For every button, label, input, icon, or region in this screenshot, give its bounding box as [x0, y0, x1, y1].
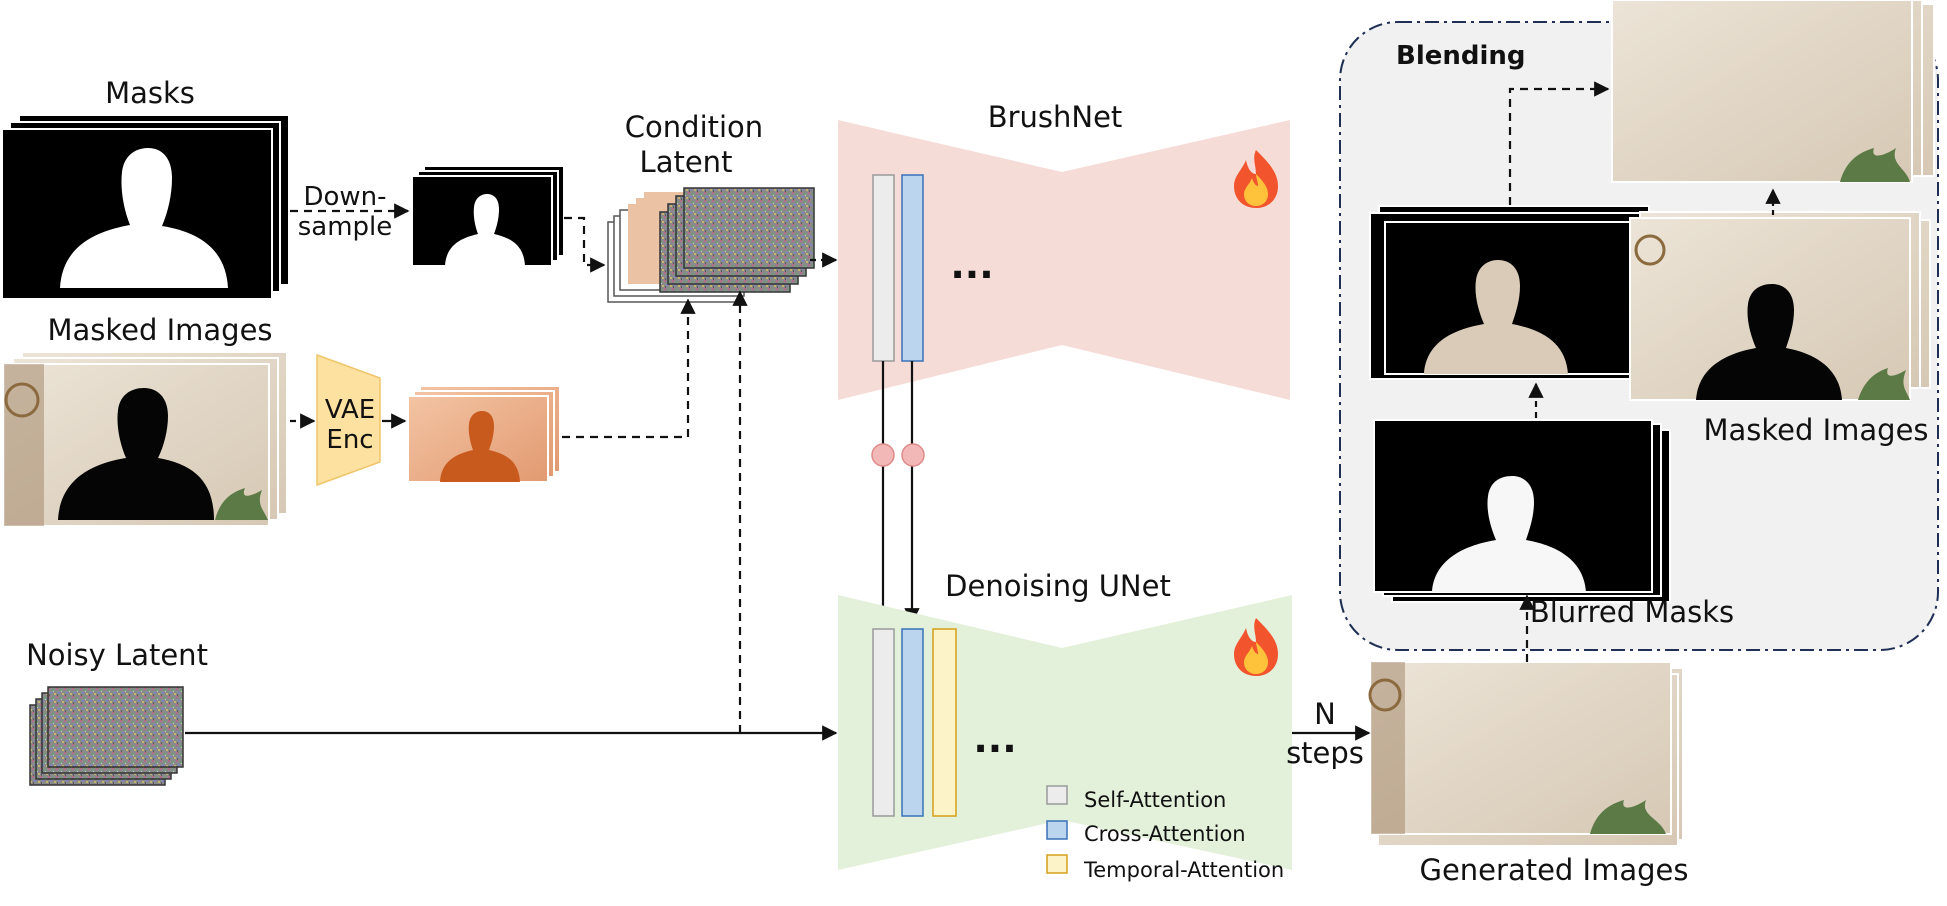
- condition-label-line1: Condition: [625, 110, 763, 144]
- blurred-masks-stack: [1373, 419, 1671, 603]
- vae-label-line2: Enc: [326, 425, 373, 455]
- denoising-unet-label: Denoising UNet: [945, 569, 1171, 603]
- masks-label: Masks: [105, 76, 195, 110]
- encoded-images-stack: [407, 385, 561, 483]
- masks-stack: [1, 114, 290, 300]
- unet-temporal-attention-bar: [932, 628, 957, 817]
- legend-swatch-cross: [1046, 820, 1068, 840]
- downsample-label-line2: sample: [298, 212, 393, 242]
- legend-label-cross: Cross-Attention: [1084, 822, 1246, 846]
- masked-person-stack: [1369, 205, 1656, 380]
- condition-latent-stack: [607, 187, 815, 303]
- masked-images-left-stack: [3, 351, 288, 527]
- legend-swatch-temporal: [1046, 854, 1068, 874]
- brushnet-self-attention-bar: [872, 174, 895, 362]
- vae-label-line1: VAE: [325, 395, 375, 425]
- noisy-latent-stack: [29, 686, 184, 786]
- blending-label: Blending: [1396, 41, 1526, 71]
- legend-label-self: Self-Attention: [1084, 788, 1226, 812]
- generated-images-label: Generated Images: [1419, 853, 1688, 887]
- downsample-label-line1: Down-: [303, 182, 386, 212]
- brushnet-cross-attention-bar: [901, 174, 924, 362]
- fire-icon: [1234, 150, 1278, 208]
- fire-icon: [1234, 618, 1278, 676]
- legend-swatch-self: [1046, 785, 1068, 805]
- brushnet-block: [838, 120, 1290, 400]
- noisy-latent-label: Noisy Latent: [26, 638, 208, 672]
- connector-dot-1: [871, 443, 895, 467]
- downsampled-mask-stack: [411, 165, 565, 267]
- vae-encoder: VAE Enc: [316, 353, 381, 487]
- blended-output-stack: [1611, 0, 1935, 183]
- n-steps-line2: steps: [1286, 736, 1364, 770]
- n-steps-line1: N: [1314, 697, 1336, 731]
- legend: Self-Attention Cross-Attention Temporal-…: [1046, 785, 1284, 882]
- unet-self-attention-bar: [872, 628, 895, 817]
- masked-images-right-label: Masked Images: [1703, 413, 1928, 447]
- connector-dot-2: [901, 443, 925, 467]
- generated-images-stack: [1368, 661, 1684, 847]
- legend-label-temporal: Temporal-Attention: [1083, 858, 1284, 882]
- mask-silhouette: [60, 148, 228, 288]
- brushnet-ellipsis: ...: [950, 243, 993, 287]
- masked-images-left-label: Masked Images: [47, 313, 272, 347]
- unet-cross-attention-bar: [901, 628, 924, 817]
- masked-images-right-stack: [1629, 211, 1931, 401]
- blurred-masks-label: Blurred Masks: [1530, 595, 1734, 629]
- brushnet-label: BrushNet: [988, 100, 1123, 134]
- unet-ellipsis: ...: [973, 717, 1016, 761]
- condition-label-line2: Latent: [640, 145, 733, 179]
